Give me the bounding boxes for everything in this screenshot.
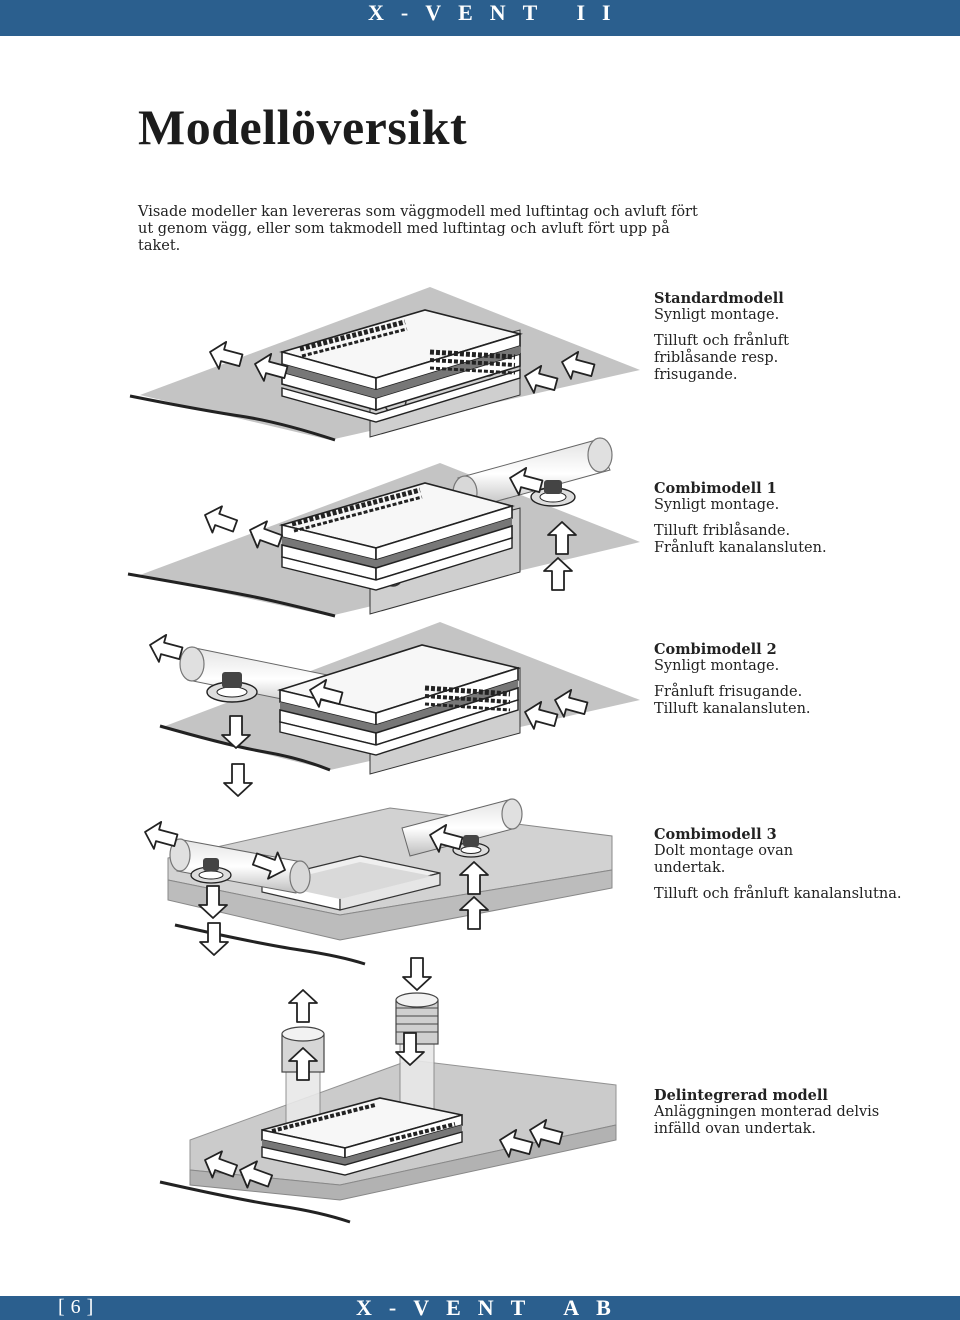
- model-line: Synligt montage.: [654, 497, 780, 513]
- arrow-icon: [199, 500, 241, 541]
- model-line: Anläggningen monterad delvis: [654, 1104, 880, 1120]
- arrow-icon: [288, 989, 318, 1023]
- model-name: Combimodell 3: [654, 826, 777, 843]
- illustration-combi-3: [140, 798, 613, 966]
- ventilation-unit: [279, 309, 523, 423]
- footer-band: [6] X-VENT AB: [0, 1296, 960, 1320]
- illustration-combi-2: [145, 622, 640, 797]
- ceiling-edge: [159, 724, 331, 772]
- model-combi-1: Combimodell 1 Synligt montage. Tilluft f…: [654, 480, 934, 557]
- model-note: Frånluft kanalansluten.: [654, 540, 827, 556]
- model-combi-2: Combimodell 2 Synligt montage. Frånluft …: [654, 641, 934, 718]
- page-title: Modellöversikt: [138, 99, 468, 155]
- illustration-delintegrerad: [159, 957, 617, 1224]
- model-delintegrerad: Delintegrerad modell Anläggningen monter…: [654, 1087, 934, 1138]
- model-line: Synligt montage.: [654, 658, 780, 674]
- model-note: Frånluft frisugande.: [654, 684, 803, 700]
- ceiling-diffuser: [530, 480, 576, 507]
- model-note: friblåsande resp.: [654, 350, 779, 366]
- illustration-standard: [129, 287, 640, 442]
- ceiling-edge: [159, 1180, 351, 1224]
- model-name: Combimodell 1: [654, 480, 777, 497]
- model-note: Tilluft och frånluft: [654, 333, 789, 349]
- model-note: Tilluft friblåsande.: [654, 523, 791, 539]
- ceiling-edge: [127, 572, 336, 618]
- model-name: Delintegrerad modell: [654, 1087, 828, 1104]
- model-note: Tilluft och frånluft kanalanslutna.: [654, 886, 902, 902]
- model-combi-3: Combimodell 3 Dolt montage ovan undertak…: [654, 826, 934, 903]
- page-number: [6]: [58, 1296, 100, 1318]
- arrow-icon: [223, 763, 253, 797]
- model-note: Tilluft kanalansluten.: [654, 701, 811, 717]
- model-name: Standardmodell: [654, 290, 784, 307]
- arrow-icon: [199, 922, 229, 956]
- ceiling-diffuser: [206, 672, 258, 703]
- illustration-combi-1: [127, 437, 640, 618]
- ventilation-unit: [278, 482, 515, 591]
- intro-text: Visade modeller kan levereras som väggmo…: [138, 204, 698, 254]
- footer-company: X-VENT AB: [356, 1295, 628, 1320]
- header-band: X-VENT II: [0, 0, 960, 36]
- arrow-icon: [145, 630, 186, 668]
- model-line: Dolt montage ovan: [654, 843, 794, 859]
- ceiling-diffuser: [190, 835, 490, 884]
- model-note: frisugande.: [654, 367, 738, 383]
- duct-pipe: [169, 798, 523, 894]
- model-line: undertak.: [654, 860, 726, 876]
- ventilation-unit: [261, 1097, 463, 1176]
- header-title: X-VENT II: [368, 0, 628, 25]
- ventilation-unit: [277, 644, 521, 756]
- arrow-icon: [402, 957, 432, 991]
- model-line: Synligt montage.: [654, 307, 780, 323]
- ceiling-edge: [129, 394, 336, 442]
- model-name: Combimodell 2: [654, 641, 777, 658]
- model-line: infälld ovan undertak.: [654, 1121, 817, 1137]
- model-standard: Standardmodell Synligt montage. Tilluft …: [654, 290, 934, 384]
